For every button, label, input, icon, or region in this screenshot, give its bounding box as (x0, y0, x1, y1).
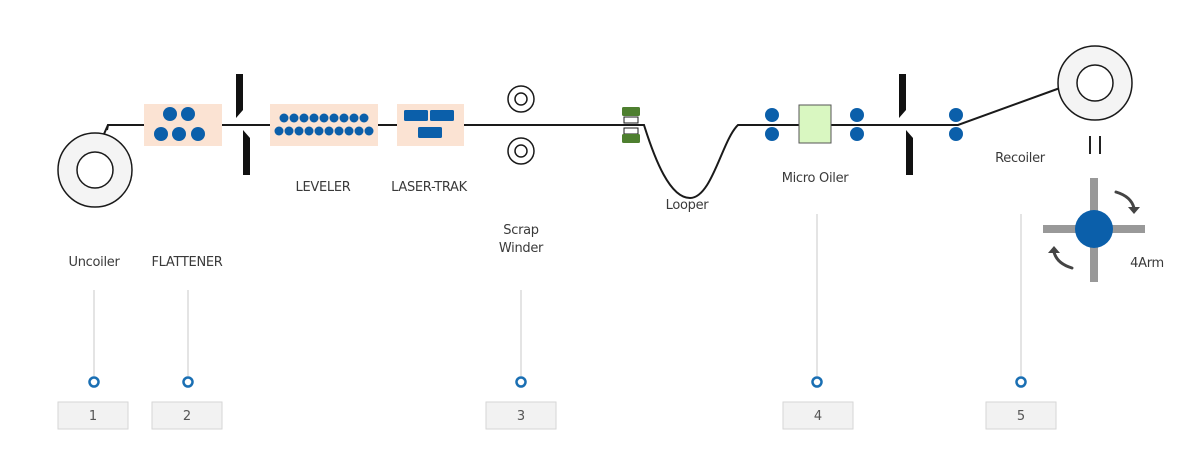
leveler-label: LEVELER (296, 180, 351, 195)
flattener-label: FLATTENER (151, 255, 222, 270)
strip-lead-in (103, 124, 109, 135)
marker-1 (88, 376, 100, 388)
scrap-winder-label-line1: Scrap (503, 223, 539, 238)
oiler-rollers-right (850, 108, 864, 141)
badge-4-label: 4 (814, 409, 822, 424)
shear-1 (236, 74, 250, 175)
badge-1[interactable]: 1 (57, 401, 129, 430)
four-arm-label: 4Arm (1130, 256, 1164, 271)
scrap-winder-label-line2: Winder (499, 241, 544, 256)
scrap-winder-reels (507, 85, 535, 165)
micro-oiler-box (798, 104, 832, 144)
badge-2-label: 2 (183, 409, 191, 424)
recoiler-coil (1057, 45, 1133, 121)
rotation-arrowhead-icon (1048, 207, 1140, 253)
shear-2 (899, 74, 913, 175)
strip-line (106, 87, 1061, 200)
leveler-zone (270, 104, 378, 146)
recoiler-stand (1089, 136, 1101, 154)
marker-3 (515, 376, 527, 388)
oiler-rollers-left (765, 108, 779, 141)
badge-4[interactable]: 4 (782, 401, 854, 430)
micro-oiler-label: Micro Oiler (782, 171, 850, 186)
uncoiler-label: Uncoiler (68, 255, 120, 270)
badge-2[interactable]: 2 (151, 401, 223, 430)
looper-label: Looper (666, 198, 710, 213)
marker-2 (182, 376, 194, 388)
badge-5-label: 5 (1017, 409, 1025, 424)
leveler-rollers (274, 113, 374, 136)
flattener-rollers (154, 107, 205, 141)
rotation-arrow-icon (1052, 190, 1136, 270)
badge-3-label: 3 (517, 409, 525, 424)
marker-4 (811, 376, 823, 388)
guide-lines (93, 214, 1022, 376)
marker-5 (1015, 376, 1027, 388)
pinch-pads (622, 107, 640, 143)
laser-trak-label: LASER-TRAK (391, 180, 468, 195)
four-arm-turret (1043, 178, 1145, 282)
marker-rings (88, 376, 1027, 388)
badge-1-label: 1 (89, 409, 97, 424)
recoiler-pinch-rollers (949, 108, 963, 141)
uncoiler-coil (57, 132, 133, 208)
laser-trak-blocks (404, 110, 454, 138)
badge-5[interactable]: 5 (985, 401, 1057, 430)
recoiler-label: Recoiler (995, 151, 1046, 166)
badge-3[interactable]: 3 (485, 401, 557, 430)
